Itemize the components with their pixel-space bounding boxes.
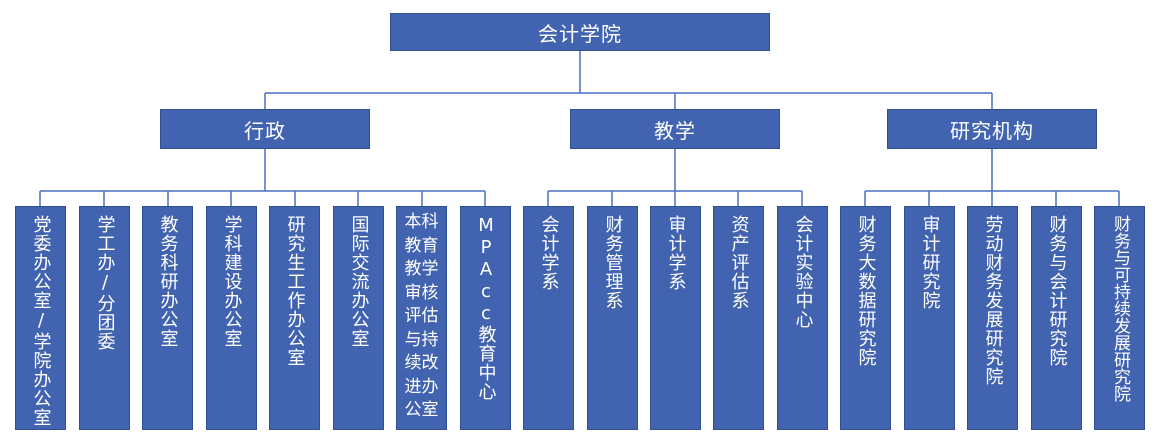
- unit-node: 党委办公室/学院办公室: [15, 206, 66, 430]
- unit-label: 财务大数据研究院: [855, 215, 877, 367]
- branch-node-teaching: 教学: [570, 109, 780, 149]
- branch-label: 教学: [654, 118, 696, 143]
- unit-label: 审计研究院: [919, 215, 941, 310]
- branch-label: 研究机构: [950, 118, 1034, 143]
- unit-label: 学工办/分团委: [94, 215, 116, 351]
- unit-node: 财务与可持续发展研究院: [1094, 206, 1145, 430]
- root-label: 会计学院: [538, 21, 622, 46]
- unit-label: 会计实验中心: [792, 215, 814, 329]
- unit-node: 国际交流办公室: [333, 206, 384, 430]
- unit-node: MPAcc教育中心: [460, 206, 511, 430]
- unit-label: 学科建设办公室: [221, 215, 243, 348]
- unit-node: 会计实验中心: [777, 206, 828, 430]
- root-node: 会计学院: [390, 13, 770, 51]
- unit-label: 党委办公室/学院办公室: [30, 215, 52, 427]
- unit-node: 审计学系: [650, 206, 701, 430]
- unit-node: 劳动财务发展研究院: [967, 206, 1018, 430]
- unit-node: 审计研究院: [904, 206, 955, 430]
- unit-node: 教务科研办公室: [142, 206, 193, 430]
- unit-node: 研究生工作办公室: [269, 206, 320, 430]
- unit-node: 学工办/分团委: [79, 206, 130, 430]
- unit-label: 会计学系: [538, 215, 560, 291]
- unit-label: 审计学系: [665, 215, 687, 291]
- branch-node-research: 研究机构: [887, 109, 1097, 149]
- unit-label: 国际交流办公室: [348, 215, 370, 348]
- unit-label: 财务与可持续发展研究院: [1110, 215, 1130, 402]
- unit-node: 学科建设办公室: [206, 206, 257, 430]
- unit-label: 本科 教育 教学 审核 评估 与持 续改 进办 公室: [404, 212, 439, 420]
- unit-label: 财务与会计研究院: [1046, 215, 1068, 367]
- branch-label: 行政: [244, 118, 286, 143]
- unit-label: 教务科研办公室: [157, 215, 179, 348]
- unit-label: 财务管理系: [602, 215, 624, 310]
- unit-node: 本科 教育 教学 审核 评估 与持 续改 进办 公室: [396, 206, 447, 430]
- unit-label: MPAcc教育中心: [475, 215, 497, 401]
- unit-label: 劳动财务发展研究院: [982, 215, 1004, 386]
- unit-node: 财务管理系: [587, 206, 638, 430]
- unit-node: 财务大数据研究院: [840, 206, 891, 430]
- unit-label: 资产评估系: [728, 215, 750, 310]
- unit-node: 财务与会计研究院: [1031, 206, 1082, 430]
- unit-node: 资产评估系: [713, 206, 764, 430]
- unit-label: 研究生工作办公室: [284, 215, 306, 367]
- unit-node: 会计学系: [523, 206, 574, 430]
- branch-node-admin: 行政: [160, 109, 370, 149]
